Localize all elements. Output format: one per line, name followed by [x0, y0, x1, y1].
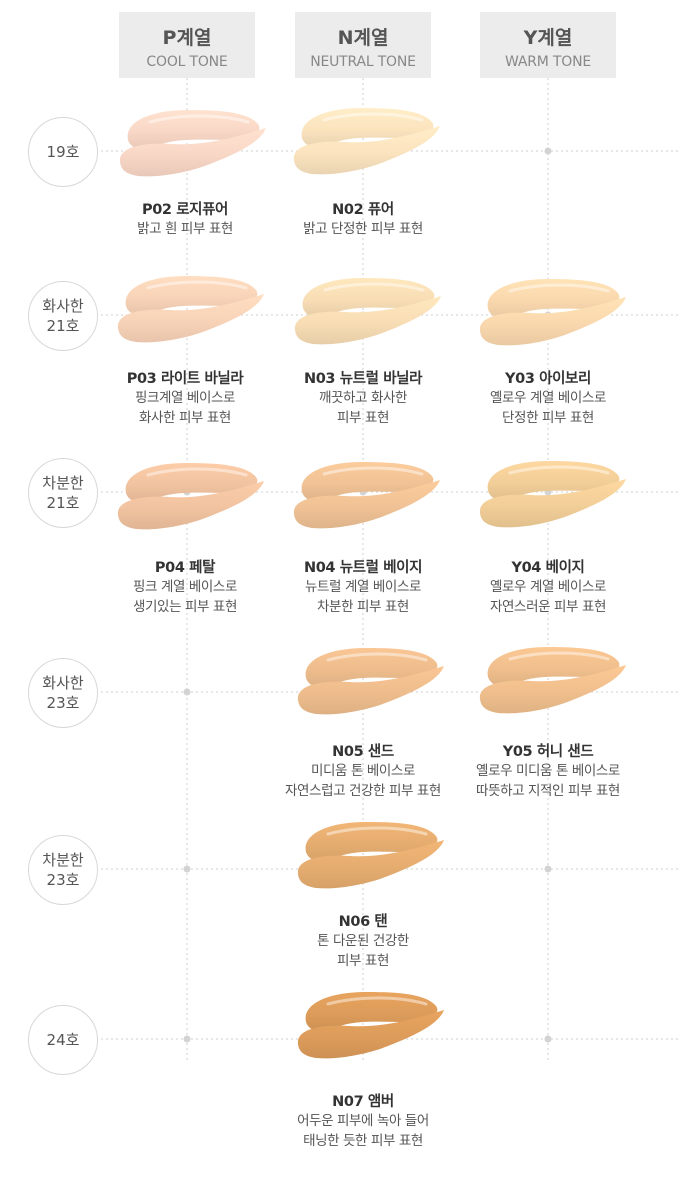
- shade-info-y03: Y03 아이보리 옐로우 계열 베이스로 단정한 피부 표현: [453, 367, 643, 429]
- swatch-highlight: [326, 826, 428, 836]
- shade-name: N07 앰버: [332, 1094, 394, 1110]
- swatch-stroke-lower: [479, 297, 626, 346]
- shade-description: 미디움 톤 베이스로 자연스럽고 건강한 피부 표현: [285, 763, 441, 800]
- shade-description: 옐로우 계열 베이스로 단정한 피부 표현: [490, 390, 606, 427]
- swatch-n02: [293, 108, 440, 175]
- shade-info-n03: N03 뉴트럴 바닐라 깨끗하고 화사한 피부 표현: [268, 367, 458, 429]
- shade-info-n07: N07 앰버 어두운 피부에 녹아 들어 태닝한 듯한 피부 표현: [268, 1090, 458, 1152]
- shade-name: N06 탠: [338, 914, 388, 930]
- swatch-highlight: [508, 465, 610, 475]
- swatch-highlight: [508, 283, 610, 293]
- column-title: Y계열: [523, 27, 573, 49]
- swatch-y04: [479, 461, 626, 528]
- shade-info-p04: P04 페탈 핑크 계열 베이스로 생기있는 피부 표현: [90, 556, 280, 618]
- row-label-24: 24호: [28, 1005, 98, 1075]
- row-label-calm-23: 차분한 23호: [28, 835, 98, 905]
- shade-info-y04: Y04 베이지 옐로우 계열 베이스로 자연스러운 피부 표현: [453, 556, 643, 618]
- swatch-stroke-lower: [294, 296, 441, 345]
- shade-description: 핑크 계열 베이스로 생기있는 피부 표현: [133, 579, 237, 616]
- swatch-stroke-lower: [297, 1010, 444, 1059]
- shade-name: P04 페탈: [154, 560, 216, 576]
- swatch-stroke-lower: [117, 294, 265, 343]
- swatch-p02: [119, 110, 267, 177]
- swatch-highlight: [326, 996, 428, 1006]
- swatch-y03: [479, 279, 626, 346]
- grid-dot: [183, 865, 191, 873]
- swatch-stroke-lower: [297, 840, 444, 889]
- row-label-calm-21: 차분한 21호: [28, 458, 98, 528]
- swatch-n07: [297, 992, 444, 1059]
- shade-name: N02 퓨어: [332, 202, 394, 218]
- column-header-n: N계열 NEUTRAL TONE: [295, 12, 431, 78]
- grid-dot: [544, 865, 552, 873]
- shade-info-p03: P03 라이트 바닐라 핑크계열 베이스로 화사한 피부 표현: [90, 367, 280, 429]
- grid-dot: [544, 1035, 552, 1043]
- shade-info-y05: Y05 허니 샌드 옐로우 미디움 톤 베이스로 따뜻하고 지적인 피부 표현: [453, 740, 643, 802]
- shade-name: Y04 베이지: [511, 560, 585, 576]
- swatch-stroke-lower: [117, 481, 265, 530]
- shade-description: 옐로우 미디움 톤 베이스로 따뜻하고 지적인 피부 표현: [476, 763, 620, 800]
- swatch-y05: [479, 647, 626, 714]
- swatch-n05: [297, 648, 444, 715]
- shade-info-n04: N04 뉴트럴 베이지 뉴트럴 계열 베이스로 차분한 피부 표현: [268, 556, 458, 618]
- shade-name: Y05 허니 샌드: [502, 744, 594, 760]
- column-title: P계열: [162, 27, 212, 49]
- swatch-p03: [117, 276, 265, 343]
- row-label-bright-21: 화사한 21호: [28, 281, 98, 351]
- grid-dot: [544, 147, 552, 155]
- shade-info-n02: N02 퓨어 밝고 단정한 피부 표현: [268, 198, 458, 239]
- shade-description: 옐로우 계열 베이스로 자연스러운 피부 표현: [490, 579, 606, 616]
- swatch-n03: [294, 278, 441, 345]
- shade-name: P03 라이트 바닐라: [126, 371, 244, 387]
- swatch-highlight: [508, 651, 610, 661]
- swatch-stroke-lower: [293, 126, 440, 175]
- swatch-stroke-lower: [293, 480, 440, 529]
- swatch-n06: [297, 822, 444, 889]
- shade-description: 밝고 단정한 피부 표현: [303, 221, 423, 237]
- swatch-n04: [293, 462, 440, 529]
- shade-description: 밝고 흰 피부 표현: [137, 221, 233, 237]
- shade-description: 뉴트럴 계열 베이스로 차분한 피부 표현: [305, 579, 421, 616]
- row-label-19: 19호: [28, 117, 98, 187]
- swatch-stroke-lower: [479, 479, 626, 528]
- shade-description: 톤 다운된 건강한 피부 표현: [317, 933, 409, 970]
- swatch-stroke-lower: [119, 128, 267, 177]
- shade-description: 깨끗하고 화사한 피부 표현: [318, 390, 408, 427]
- grid-dot: [183, 688, 191, 696]
- swatch-highlight: [322, 112, 424, 122]
- column-subtitle: WARM TONE: [504, 54, 591, 70]
- shade-name: P02 로지퓨어: [141, 202, 228, 218]
- swatch-highlight: [326, 652, 428, 662]
- shade-name: Y03 아이보리: [505, 371, 591, 387]
- column-subtitle: COOL TONE: [146, 54, 228, 70]
- swatch-stroke-lower: [479, 665, 626, 714]
- row-label-bright-23: 화사한 23호: [28, 658, 98, 728]
- column-subtitle: NEUTRAL TONE: [310, 54, 416, 70]
- shade-name: N04 뉴트럴 베이지: [303, 560, 423, 576]
- shade-info-n05: N05 샌드 미디움 톤 베이스로 자연스럽고 건강한 피부 표현: [268, 740, 458, 802]
- shade-name: N05 샌드: [332, 744, 394, 760]
- column-title: N계열: [337, 27, 389, 49]
- swatch-highlight: [323, 282, 425, 292]
- shade-description: 핑크계열 베이스로 화사한 피부 표현: [134, 390, 236, 427]
- swatch-highlight: [146, 280, 248, 290]
- shade-info-n06: N06 탠 톤 다운된 건강한 피부 표현: [268, 910, 458, 972]
- swatch-stroke-lower: [297, 666, 444, 715]
- column-header-y: Y계열 WARM TONE: [480, 12, 616, 78]
- shade-info-p02: P02 로지퓨어 밝고 흰 피부 표현: [90, 198, 280, 239]
- grid-dot: [183, 1035, 191, 1043]
- swatch-p04: [117, 463, 265, 530]
- swatch-highlight: [322, 466, 424, 476]
- column-header-p: P계열 COOL TONE: [119, 12, 255, 78]
- swatch-highlight: [148, 114, 250, 124]
- swatch-highlight: [146, 467, 248, 477]
- shade-description: 어두운 피부에 녹아 들어 태닝한 듯한 피부 표현: [297, 1113, 429, 1150]
- shade-name: N03 뉴트럴 바닐라: [303, 371, 423, 387]
